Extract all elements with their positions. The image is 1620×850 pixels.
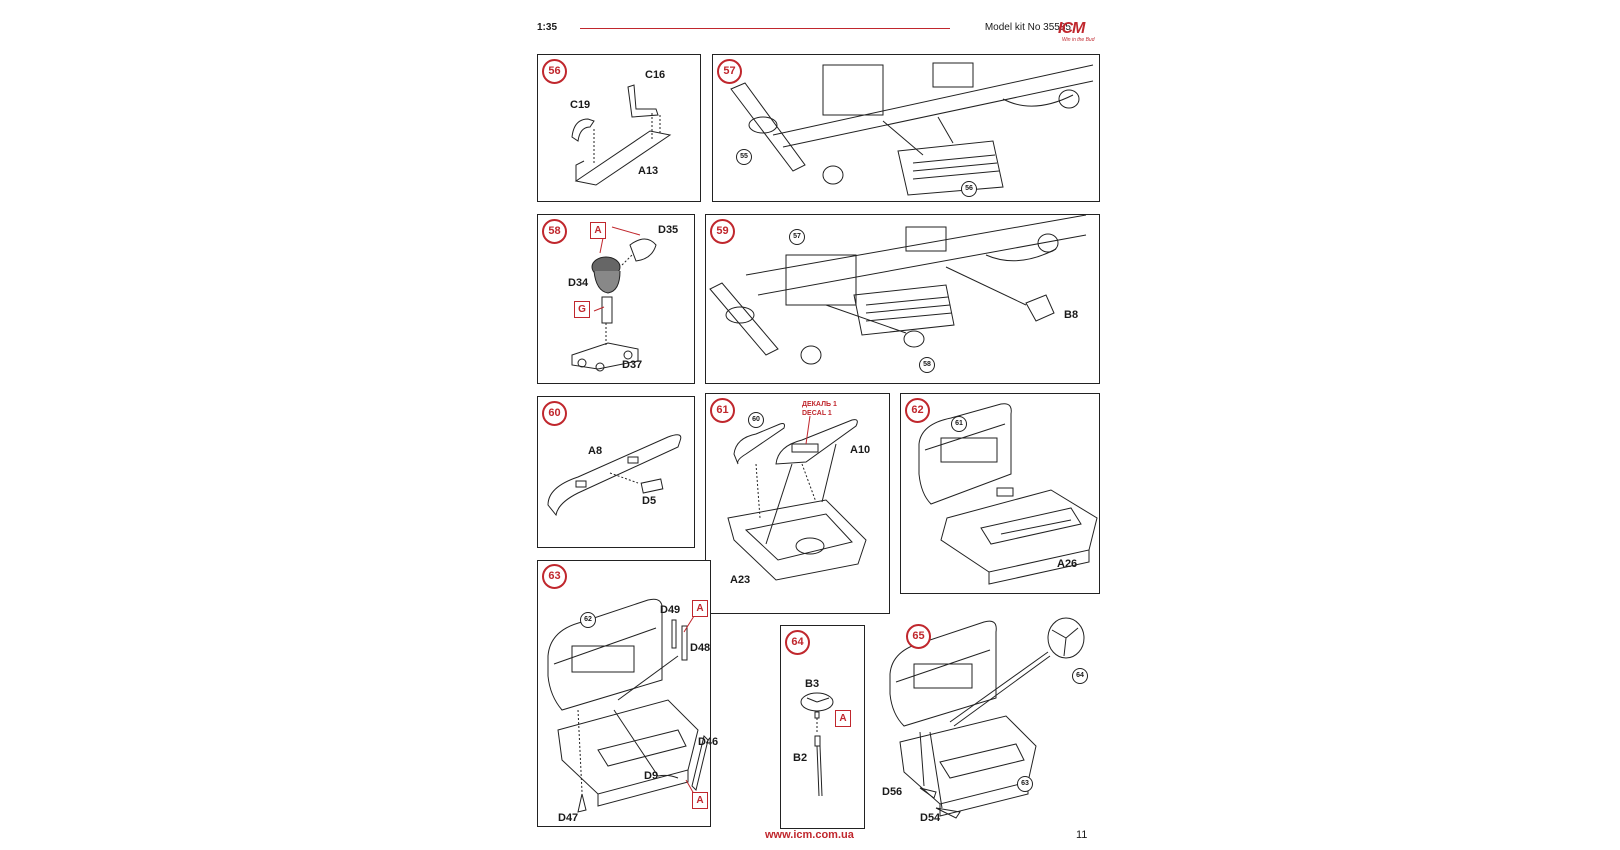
step-63-border-right [710, 560, 711, 826]
part-label-a13: A13 [638, 165, 659, 177]
icm-logo: ICM Win in the Bud [1058, 20, 1104, 50]
step-number: 63 [542, 564, 567, 589]
model-kit-number: Model kit No 35585 [984, 22, 1071, 33]
paint-box-a-lower: A [692, 792, 708, 809]
header-rule [580, 28, 950, 29]
part-label-d35: D35 [658, 224, 679, 236]
step-56-panel: 56 C16 C19 A13 [537, 54, 701, 202]
step-61-drawing [727, 415, 867, 581]
step-62-panel: 62 61 A26 [900, 393, 1100, 594]
step-number: 64 [785, 630, 810, 655]
paint-box-g: G [574, 301, 590, 318]
step-60-panel: 60 A8 D5 [537, 396, 695, 548]
page-number: 11 [1076, 829, 1088, 841]
ref-step-63: 63 [1017, 776, 1033, 792]
ref-step-62: 62 [580, 612, 596, 628]
ref-step-60: 60 [748, 412, 764, 428]
step-number: 58 [542, 219, 567, 244]
part-label-d56: D56 [882, 786, 903, 798]
part-label-d37: D37 [622, 359, 643, 371]
part-label-b8: B8 [1064, 309, 1079, 321]
ref-step-56: 56 [961, 181, 977, 197]
part-label-d54: D54 [920, 812, 941, 824]
step-number: 65 [906, 624, 931, 649]
step-63-panel: 63 62 D49 A D48 D46 D9 A D47 [537, 560, 718, 827]
part-label-d5: D5 [642, 495, 657, 507]
step-56-drawing [571, 84, 672, 186]
step-number: 59 [710, 219, 735, 244]
decal-label-ru: ДЕКАЛЬ 1 [802, 401, 837, 408]
logo-text: ICM [1058, 20, 1085, 37]
step-57-panel: 57 55 56 [712, 54, 1100, 202]
step-number: 62 [905, 398, 930, 423]
step-number: 56 [542, 59, 567, 84]
step-58-drawing [571, 226, 657, 372]
step-number: 61 [710, 398, 735, 423]
ref-step-55: 55 [736, 149, 752, 165]
paint-box-a-upper: A [692, 600, 708, 617]
decal-callout: ДЕКАЛЬ 1 DECAL 1 [802, 400, 837, 418]
step-65-area: 65 64 63 D56 D54 [880, 612, 1100, 826]
ref-step-61: 61 [951, 416, 967, 432]
part-label-d34: D34 [568, 277, 589, 289]
step-64-steering-drawing [800, 692, 834, 797]
paint-box-a: A [835, 710, 851, 727]
footer-website-link[interactable]: www.icm.com.ua [765, 829, 854, 841]
part-label-a26: A26 [1057, 558, 1078, 570]
part-label-d49: D49 [660, 604, 681, 616]
step-57-chassis-drawing [730, 62, 1094, 196]
part-label-d46: D46 [698, 736, 719, 748]
scale-label: 1:35 [537, 22, 558, 33]
part-label-a8: A8 [588, 445, 603, 457]
decal-label-en: DECAL 1 [802, 410, 832, 417]
part-label-b3: B3 [805, 678, 820, 690]
part-label-d47: D47 [558, 812, 579, 824]
step-63-border-top [537, 560, 710, 561]
part-label-b2: B2 [793, 752, 808, 764]
ref-step-57: 57 [789, 229, 805, 245]
part-label-c19: C19 [570, 99, 591, 111]
paint-box-a: A [590, 222, 606, 239]
step-59-panel: 59 57 58 B8 [705, 214, 1100, 384]
step-60-drawing [547, 434, 682, 517]
step-62-cab-drawing [918, 403, 1098, 585]
step-64-panel: 64 B3 A B2 [780, 625, 865, 829]
part-label-a10: A10 [850, 444, 871, 456]
step-59-chassis-drawing [709, 214, 1087, 365]
part-label-d48: D48 [690, 642, 711, 654]
part-label-a23: A23 [730, 574, 751, 586]
step-63-cab-drawing [547, 598, 709, 813]
step-number: 57 [717, 59, 742, 84]
part-label-c16: C16 [645, 69, 666, 81]
step-61-panel: 61 60 ДЕКАЛЬ 1 DECAL 1 A10 A23 [705, 393, 890, 614]
ref-step-58: 58 [919, 357, 935, 373]
part-label-d9: D9 [644, 770, 659, 782]
ref-step-64: 64 [1072, 668, 1088, 684]
step-number: 60 [542, 401, 567, 426]
step-58-panel: 58 A G D35 D34 D37 [537, 214, 695, 384]
logo-tagline: Win in the Bud [1062, 37, 1095, 43]
